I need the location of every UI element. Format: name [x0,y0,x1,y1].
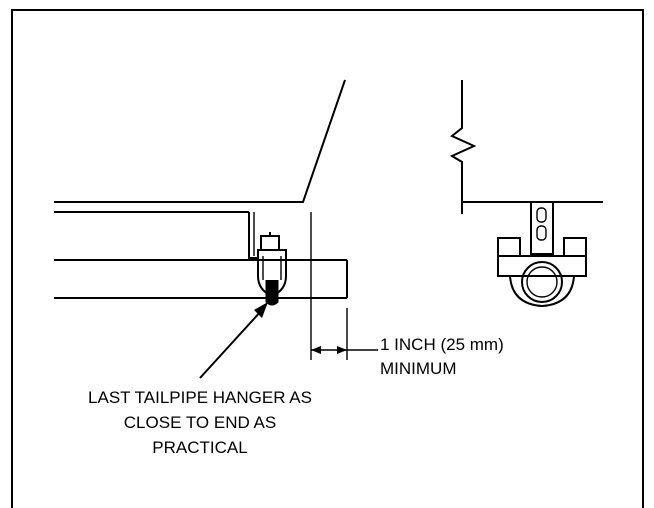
hanger-label-line1: LAST TAILPIPE HANGER AS [88,388,312,407]
dimension-label-line2: MINIMUM [380,359,456,378]
vehicle-body-end-view [449,80,603,214]
tailpipe-hanger-side [248,212,287,306]
hanger-nut-left [497,237,521,257]
hanger-isolator [509,275,575,308]
dimension-label-line1: 1 INCH (25 mm) [380,335,504,354]
tailpipe [54,259,348,299]
dimension-arrow-right [337,346,347,354]
hanger-bolt-head [260,235,280,251]
figure-frame [11,9,644,508]
vehicle-body-side-view [54,79,346,213]
hanger-rubber-isolator [265,280,279,306]
hanger-strap [530,201,554,255]
hanger-label-line2: CLOSE TO END AS [124,413,276,432]
tailpipe-hanger-end [497,201,587,308]
clearance-dimension [310,212,378,360]
body-panel-outline [54,79,346,203]
hanger-nut-right [563,237,587,257]
hanger-leader-arrow [199,302,268,379]
hanger-bracket [497,255,587,277]
dimension-arrow-left [311,346,321,354]
tailpipe-cross-section [521,261,563,303]
hanger-label-line3: PRACTICAL [152,438,247,457]
break-line [449,80,477,214]
